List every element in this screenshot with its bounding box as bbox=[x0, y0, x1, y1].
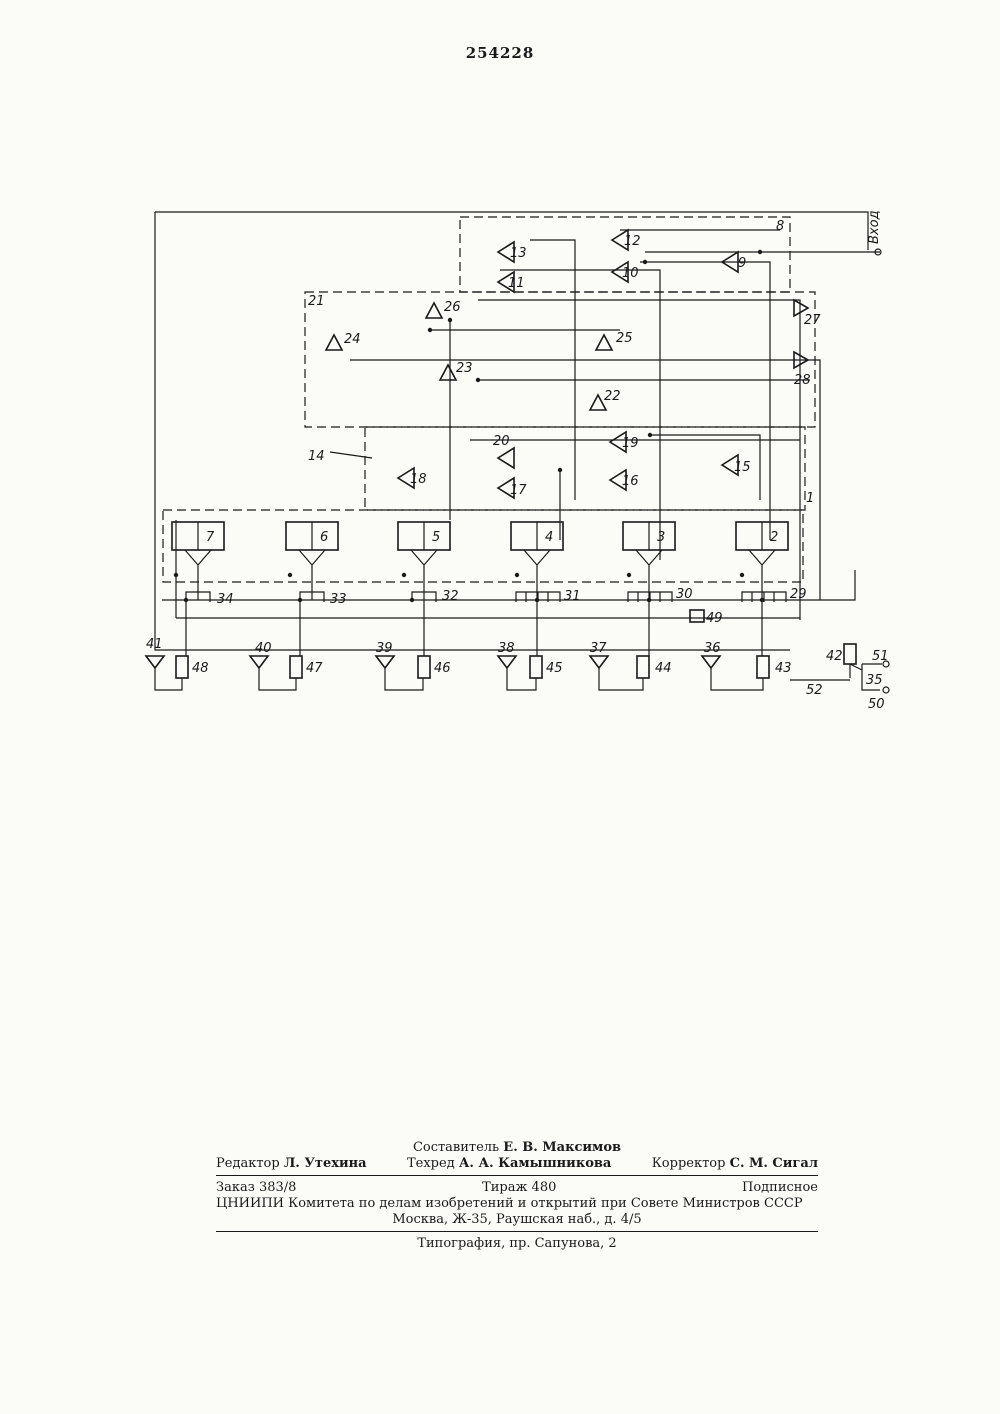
block-label: 4 bbox=[545, 530, 553, 545]
resistor-43 bbox=[757, 656, 769, 678]
resistor-42 bbox=[844, 644, 856, 664]
svg-text:22: 22 bbox=[604, 389, 621, 404]
svg-text:26: 26 bbox=[444, 300, 461, 315]
svg-text:17: 17 bbox=[510, 483, 527, 498]
divider bbox=[216, 1175, 818, 1176]
svg-text:29: 29 bbox=[790, 587, 807, 602]
svg-text:38: 38 bbox=[498, 641, 515, 656]
svg-text:40: 40 bbox=[255, 641, 272, 656]
svg-text:35: 35 bbox=[866, 673, 883, 688]
staff-line: Редактор Л. Утехина Техред А. А. Камышни… bbox=[216, 1156, 818, 1172]
block-label: 2 bbox=[770, 530, 778, 545]
svg-text:1: 1 bbox=[806, 491, 814, 506]
svg-text:16: 16 bbox=[622, 474, 639, 489]
element-24 bbox=[326, 335, 342, 350]
order-line: Заказ 383/8 Тираж 480 Подписное bbox=[216, 1180, 818, 1196]
circulation: Тираж 480 bbox=[482, 1180, 556, 1196]
svg-text:13: 13 bbox=[510, 246, 527, 261]
block-label: 3 bbox=[657, 530, 665, 545]
svg-text:27: 27 bbox=[804, 313, 821, 328]
printer: Типография, пр. Сапунова, 2 bbox=[216, 1236, 818, 1252]
svg-text:12: 12 bbox=[624, 234, 641, 249]
detector-41 bbox=[146, 656, 164, 668]
detector-38 bbox=[498, 656, 516, 668]
svg-text:32: 32 bbox=[442, 589, 459, 604]
summing-nodes: 27 28 bbox=[794, 300, 821, 388]
input-label: Вход bbox=[867, 210, 882, 244]
resistor-47 bbox=[290, 656, 302, 678]
svg-text:24: 24 bbox=[344, 332, 361, 347]
resistor-46 bbox=[418, 656, 430, 678]
resistor-48 bbox=[176, 656, 188, 678]
bus-lines bbox=[176, 230, 820, 620]
element-49 bbox=[690, 610, 704, 622]
svg-text:19: 19 bbox=[622, 436, 639, 451]
svg-text:20: 20 bbox=[493, 434, 510, 449]
svg-text:50: 50 bbox=[868, 697, 885, 712]
detector-40 bbox=[250, 656, 268, 668]
svg-text:37: 37 bbox=[590, 641, 607, 656]
compiler-line: Составитель Е. В. Максимов bbox=[216, 1140, 818, 1156]
svg-text:48: 48 bbox=[192, 661, 209, 676]
element-23 bbox=[440, 365, 456, 380]
divider bbox=[216, 1231, 818, 1232]
svg-text:23: 23 bbox=[456, 361, 473, 376]
svg-text:14: 14 bbox=[308, 449, 325, 464]
svg-text:45: 45 bbox=[546, 661, 563, 676]
svg-text:43: 43 bbox=[775, 661, 792, 676]
svg-text:41: 41 bbox=[146, 637, 163, 652]
svg-text:31: 31 bbox=[564, 589, 581, 604]
detector-37 bbox=[590, 656, 608, 668]
group-1-outline bbox=[163, 510, 803, 582]
svg-text:39: 39 bbox=[376, 641, 393, 656]
switches: 34 33 32 31 30 29 bbox=[186, 587, 807, 607]
svg-text:52: 52 bbox=[806, 683, 823, 698]
resistor-44 bbox=[637, 656, 649, 678]
element-25 bbox=[596, 335, 612, 350]
svg-text:25: 25 bbox=[616, 331, 633, 346]
terminal-50 bbox=[883, 687, 889, 693]
svg-text:49: 49 bbox=[706, 611, 723, 626]
svg-text:44: 44 bbox=[655, 661, 672, 676]
block-label: 7 bbox=[206, 530, 215, 545]
circuit-schematic: 7 6 5 4 3 2 9 10 11 12 13 15 bbox=[0, 0, 1000, 760]
detector-36 bbox=[702, 656, 720, 668]
institute: ЦНИИПИ Комитета по делам изобретений и о… bbox=[216, 1196, 818, 1212]
svg-text:9: 9 bbox=[738, 256, 746, 271]
address: Москва, Ж-35, Раушская наб., д. 4/5 bbox=[216, 1212, 818, 1228]
svg-text:28: 28 bbox=[794, 373, 811, 388]
svg-text:11: 11 bbox=[508, 276, 525, 291]
block-label: 5 bbox=[432, 530, 440, 545]
resistor-45 bbox=[530, 656, 542, 678]
block-row: 7 6 5 4 3 2 bbox=[172, 522, 788, 600]
svg-text:30: 30 bbox=[676, 587, 693, 602]
svg-text:36: 36 bbox=[704, 641, 721, 656]
svg-text:18: 18 bbox=[410, 472, 427, 487]
svg-text:47: 47 bbox=[306, 661, 323, 676]
detector-39 bbox=[376, 656, 394, 668]
element-20 bbox=[498, 448, 514, 468]
svg-text:51: 51 bbox=[872, 649, 889, 664]
block-label: 6 bbox=[320, 530, 328, 545]
order-number: Заказ 383/8 bbox=[216, 1180, 296, 1196]
svg-text:15: 15 bbox=[734, 460, 751, 475]
svg-text:8: 8 bbox=[776, 219, 784, 234]
svg-text:21: 21 bbox=[308, 294, 325, 309]
subscription: Подписное bbox=[742, 1180, 818, 1196]
element-26 bbox=[426, 303, 442, 318]
svg-text:33: 33 bbox=[330, 592, 347, 607]
svg-text:42: 42 bbox=[826, 649, 843, 664]
svg-text:46: 46 bbox=[434, 661, 451, 676]
imprint-block: Составитель Е. В. Максимов Редактор Л. У… bbox=[216, 1140, 818, 1252]
svg-text:34: 34 bbox=[217, 592, 234, 607]
svg-text:10: 10 bbox=[622, 266, 639, 281]
